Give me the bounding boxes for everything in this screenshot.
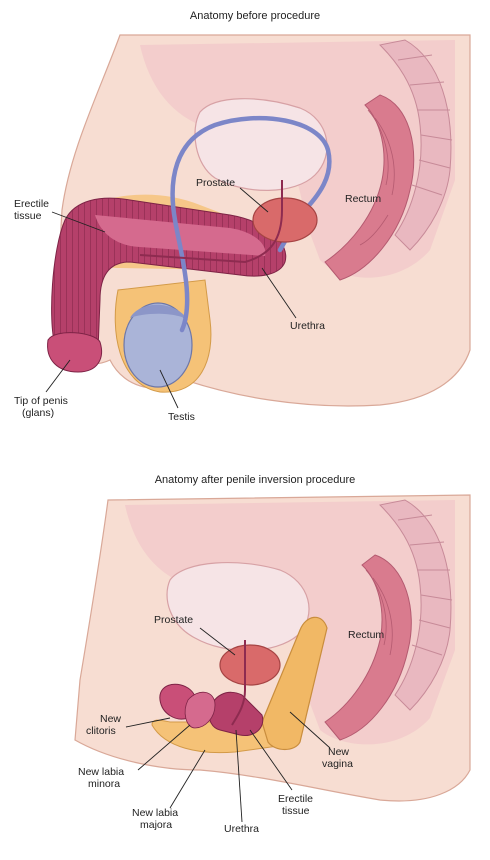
label-erectile-tissue: Erectile tissue bbox=[278, 793, 316, 817]
label-erectile-tissue: Erectile tissue bbox=[14, 198, 52, 222]
label-testis: Testis bbox=[168, 411, 195, 423]
glans bbox=[48, 333, 102, 372]
label-urethra: Urethra bbox=[224, 823, 259, 835]
panel-before: Anatomy before procedure bbox=[14, 10, 470, 423]
prostate bbox=[253, 198, 317, 242]
label-new-labia-minora: New labia minora bbox=[78, 766, 127, 790]
label-rectum: Rectum bbox=[348, 629, 384, 641]
panel-title: Anatomy after penile inversion procedure bbox=[155, 474, 356, 486]
label-prostate: Prostate bbox=[196, 177, 235, 189]
label-urethra: Urethra bbox=[290, 320, 325, 332]
label-rectum: Rectum bbox=[345, 193, 381, 205]
panel-title: Anatomy before procedure bbox=[190, 10, 320, 22]
label-tip-of-penis: Tip of penis (glans) bbox=[14, 395, 71, 419]
label-prostate: Prostate bbox=[154, 614, 193, 626]
panel-after: Anatomy after penile inversion procedure bbox=[75, 474, 470, 835]
prostate bbox=[220, 645, 280, 685]
label-new-labia-majora: New labia majora bbox=[132, 807, 181, 831]
